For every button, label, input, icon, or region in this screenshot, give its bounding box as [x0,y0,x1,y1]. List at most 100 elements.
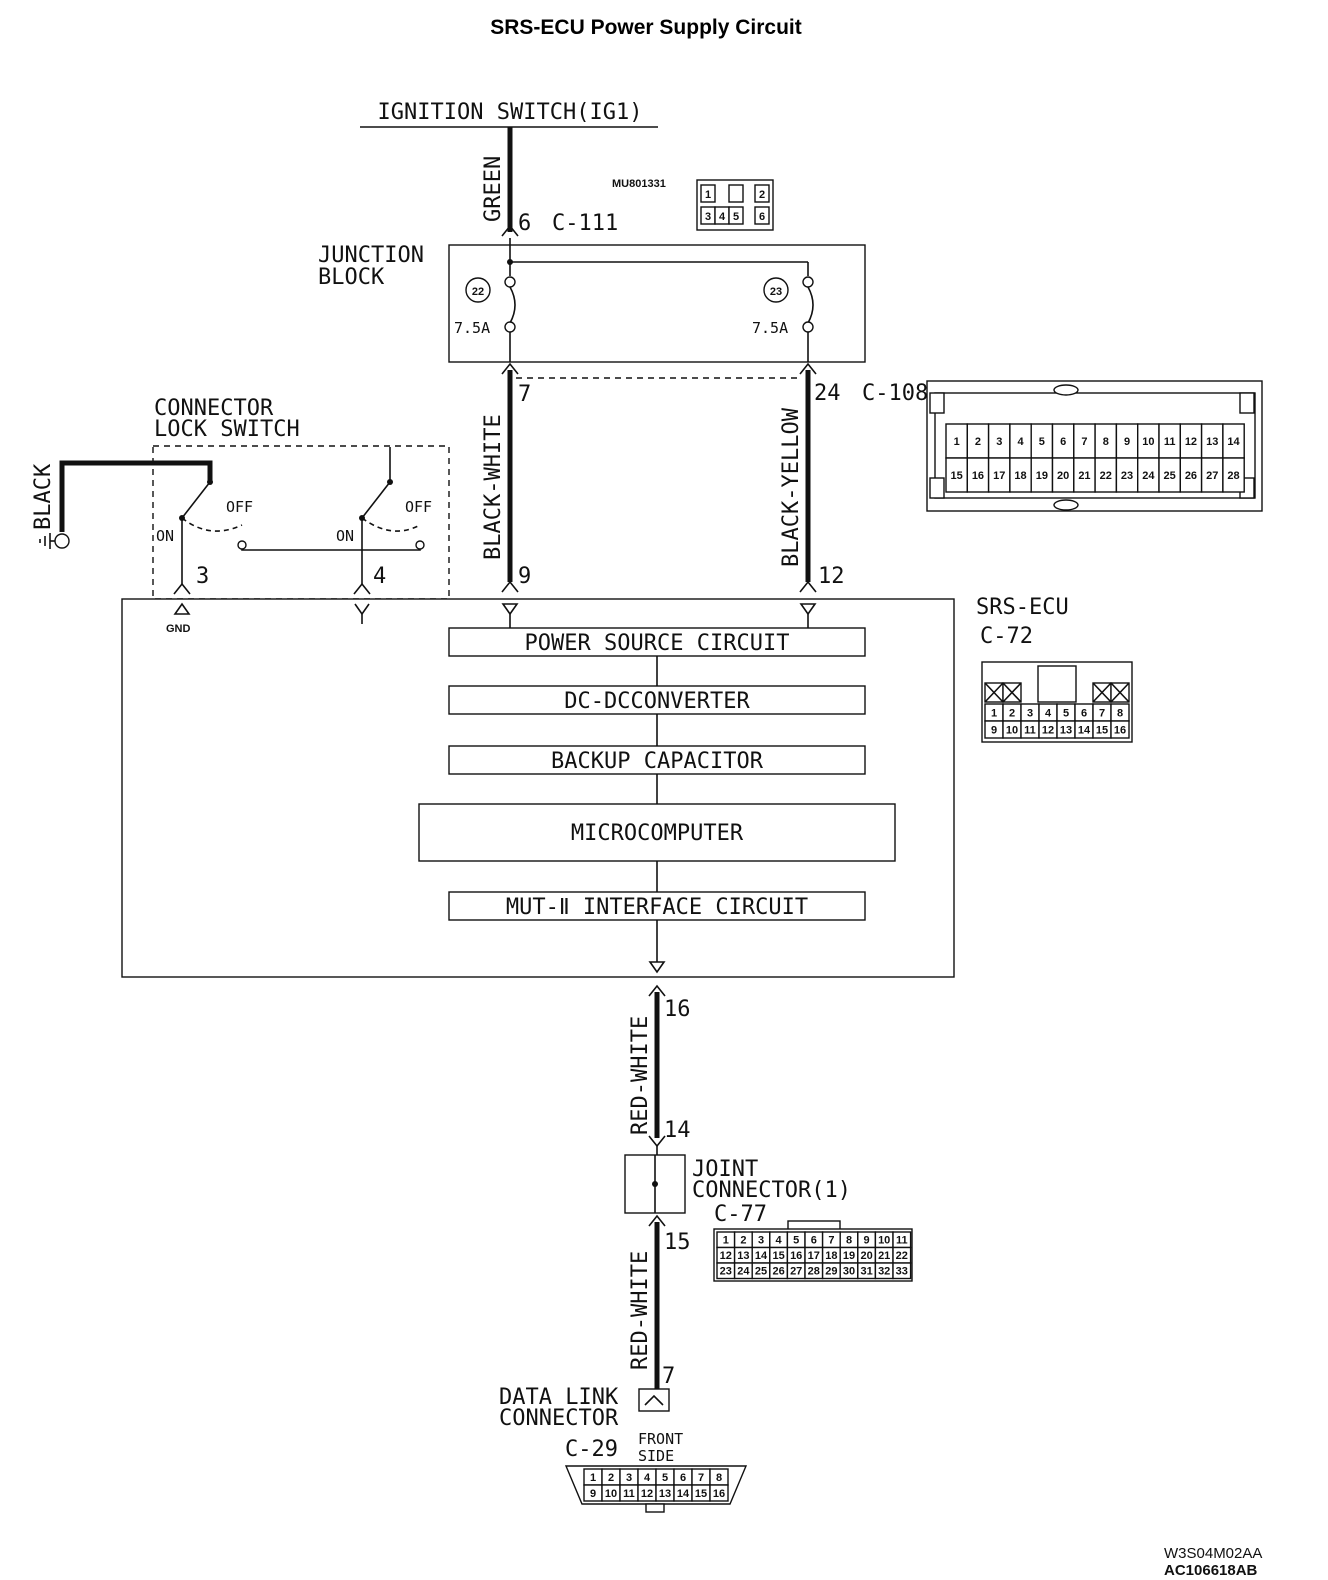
pin-number: 12 [720,1250,732,1262]
pin-number: 23 [1121,470,1133,482]
srs-ecu-label: SRS-ECU [976,595,1069,620]
pin-number: 14 [755,1250,768,1262]
lock-switch-label-1: CONNECTOR [154,396,274,421]
pin-number: 20 [860,1250,872,1262]
svg-text:ON: ON [336,527,354,545]
svg-text:7.5A: 7.5A [454,319,490,337]
pin-number: 11 [896,1234,908,1246]
left-feed-ecu-pin: 9 [518,564,531,589]
lock-switch-label-2: LOCK SWITCH [154,417,300,442]
pin-number: 16 [1114,724,1126,736]
pin-number: 13 [1060,724,1072,736]
jc-pin-15: 15 [664,1230,691,1255]
pin-number: 5 [662,1472,668,1484]
pin-number: 22 [896,1250,908,1262]
pin-number: 3 [758,1234,764,1246]
pin-number: 21 [1078,470,1090,482]
dlc-pin-7: 7 [662,1364,675,1389]
pin-number: 3 [1027,707,1033,719]
pin-number: 30 [843,1265,855,1277]
pin-number: 28 [808,1265,820,1277]
black-ground-wire [59,460,213,532]
pin-number: 13 [1206,436,1218,448]
pin-number: 12 [641,1488,653,1500]
pin-number: 23 [720,1265,732,1277]
ground-icon [39,533,70,549]
pin-number: 1 [991,707,997,719]
junction-block-label-1: JUNCTION [318,243,424,268]
junction-block-label-2: BLOCK [318,265,385,290]
pin-number: 8 [846,1234,852,1246]
pin-number: 16 [790,1250,802,1262]
svg-text:DC-DCCONVERTER: DC-DCCONVERTER [564,689,750,714]
c111-connector-label: C-111 [552,211,618,236]
pin-number: 17 [993,470,1005,482]
lock-switch-a: OFF ON [156,463,253,584]
pin-number: 11 [1164,436,1176,448]
blank-cavity-cross [1002,682,1022,703]
svg-text:2: 2 [759,189,765,201]
svg-text:6: 6 [759,211,765,223]
lock-pin-b: 4 [373,564,386,589]
pin-number: 16 [972,470,984,482]
pin-number: 8 [1103,436,1109,448]
pin-number: 5 [793,1234,799,1246]
pin-number: 22 [1100,470,1112,482]
black-wire-label: BLACK [31,463,56,530]
pin-number: 14 [1078,724,1091,736]
pin-number: 12 [1185,436,1197,448]
dlc-symbol [638,1388,670,1412]
svg-text:BACKUP CAPACITOR: BACKUP CAPACITOR [551,749,764,774]
blank-cavity-cross [984,682,1004,703]
mu801331-connector: 1 2 3 4 5 6 [696,179,774,231]
svg-text:ON: ON [156,527,174,545]
joint-connector-label-2: CONNECTOR(1) [692,1178,851,1203]
pin-number: 7 [828,1234,834,1246]
pin-number: 15 [772,1250,784,1262]
pin-number: 4 [1017,436,1024,448]
page-title: SRS-ECU Power Supply Circuit [490,16,802,39]
pin-number: 1 [954,436,960,448]
pin-number: 25 [755,1265,767,1277]
c111-pin-number: 6 [518,211,531,236]
c77-connector-label: C-77 [714,1202,767,1227]
pin-number: 13 [737,1250,749,1262]
pin-number: 9 [1124,436,1130,448]
diagram-code-2: AC106618AB [1164,1562,1258,1579]
pin-number: 32 [878,1265,890,1277]
svg-text:OFF: OFF [226,498,253,516]
svg-text:23: 23 [770,286,782,298]
pin-number: 10 [878,1234,890,1246]
svg-text:5: 5 [733,211,739,223]
svg-text:22: 22 [472,286,484,298]
pin-number: 1 [590,1472,596,1484]
svg-text:POWER SOURCE CIRCUIT: POWER SOURCE CIRCUIT [525,631,790,656]
c72-connector-label: C-72 [980,624,1033,649]
pin-number: 14 [677,1488,690,1500]
pin-number: 19 [843,1250,855,1262]
ignition-switch-label: IGNITION SWITCH(IG1) [378,100,643,125]
front-side-label-2: SIDE [638,1447,674,1465]
green-wire-label: GREEN [481,156,506,222]
pin-number: 18 [1014,470,1026,482]
pin-number: 2 [608,1472,614,1484]
pin-number: 21 [878,1250,890,1262]
gnd-label: GND [166,623,191,635]
pin-number: 4 [776,1234,783,1246]
pin-number: 16 [713,1488,725,1500]
left-feed-top-pin: 7 [518,382,531,407]
pin-number: 26 [1185,470,1197,482]
pin-number: 7 [698,1472,704,1484]
pin-number: 5 [1039,436,1045,448]
mut-interface-block [448,891,866,921]
c108-connector-label: C-108 [862,381,928,406]
pin-cell [1110,720,1130,739]
pin-number: 27 [1206,470,1218,482]
c29-connector-label: C-29 [565,1437,618,1462]
pin-number: 9 [991,724,997,736]
